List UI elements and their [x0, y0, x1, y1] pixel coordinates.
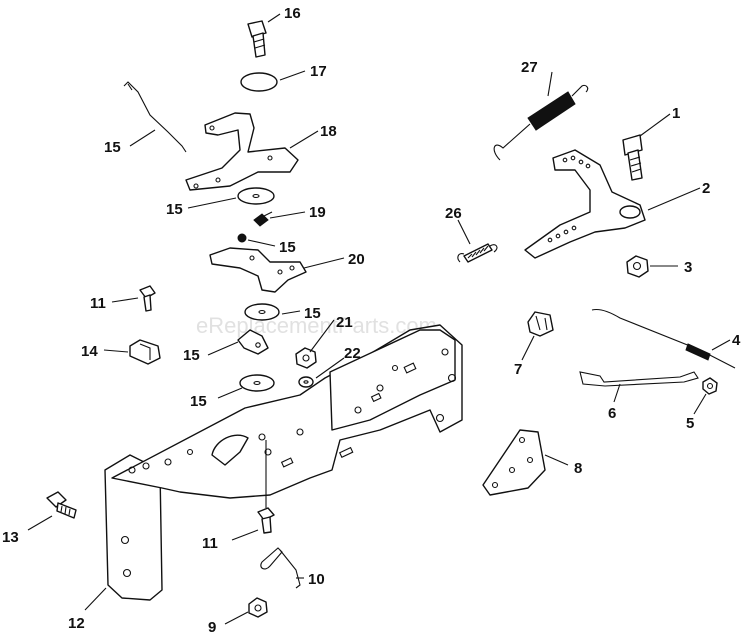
- cable-4: [591, 308, 736, 369]
- washer-20: [240, 72, 278, 92]
- callout-11-lower: 11: [202, 535, 218, 552]
- callout-17: 15: [279, 239, 296, 256]
- callout-10: 10: [308, 571, 325, 588]
- callout-1: 1: [672, 105, 680, 122]
- bolt-11-lower: [257, 440, 275, 534]
- washer-15-top: [237, 187, 275, 205]
- callout-5: 5: [686, 415, 694, 432]
- watermark: eReplacementParts.com: [196, 313, 437, 338]
- washer-25: [298, 376, 314, 388]
- callout-16: 15: [183, 347, 200, 364]
- bracket-21: [185, 112, 299, 191]
- callout-26: 26: [445, 205, 462, 222]
- callout-14: 14: [81, 343, 98, 360]
- lever-2: [524, 149, 646, 259]
- nut-9: [248, 597, 268, 618]
- callout-19: 16: [284, 5, 301, 22]
- nut-3: [626, 255, 649, 278]
- spring-10: [260, 547, 301, 589]
- main-control-bracket: [104, 324, 463, 601]
- spring-27: [493, 84, 589, 161]
- bolt-11-upper: [139, 285, 156, 312]
- bracket-23: [209, 247, 307, 293]
- callout-27: 27: [521, 59, 538, 76]
- bolt-1: [622, 134, 643, 181]
- washer-15-mid: [244, 303, 280, 321]
- callout-12: 12: [68, 615, 85, 632]
- nut-24: [295, 347, 317, 369]
- callout-4: 4: [732, 332, 741, 349]
- callout-20: 17: [310, 63, 327, 80]
- callout-13: 13: [2, 529, 19, 546]
- callout-11-upper: 11: [90, 295, 106, 312]
- nut-5: [702, 377, 718, 395]
- link-rod-6: [579, 371, 699, 387]
- wire-18: [123, 81, 187, 153]
- leader-lines: [27, 13, 731, 625]
- callout-2: 2: [702, 180, 710, 197]
- callout-22: 19: [309, 204, 326, 221]
- callout-7: 7: [514, 361, 522, 378]
- ball-17: [237, 233, 247, 243]
- callout-15-low: 15: [190, 393, 207, 410]
- callout-8: 8: [574, 460, 582, 477]
- callout-25: 22: [344, 345, 361, 362]
- callout-6: 6: [608, 405, 616, 422]
- clip-14: [129, 339, 161, 365]
- callout-3: 3: [684, 259, 692, 276]
- bolt-13: [46, 491, 77, 519]
- callout-18: 15: [104, 139, 121, 156]
- callout-9: 9: [208, 619, 216, 636]
- callout-21: 18: [320, 123, 337, 140]
- plate-8: [482, 429, 546, 496]
- spring-26: [457, 243, 498, 263]
- screw-22: [253, 211, 273, 227]
- callout-15-mid: 15: [304, 305, 321, 322]
- bolt-19: [247, 20, 267, 58]
- bracket-16: [237, 329, 269, 355]
- callout-24: 21: [336, 314, 353, 331]
- clip-7: [527, 311, 554, 337]
- callout-15-top: 15: [166, 201, 183, 218]
- callout-labels: 16 17 18 15 15 19 15 20 15 21 22 15 15 1…: [2, 5, 741, 636]
- washer-15-low: [239, 374, 275, 392]
- callout-23: 20: [348, 251, 365, 268]
